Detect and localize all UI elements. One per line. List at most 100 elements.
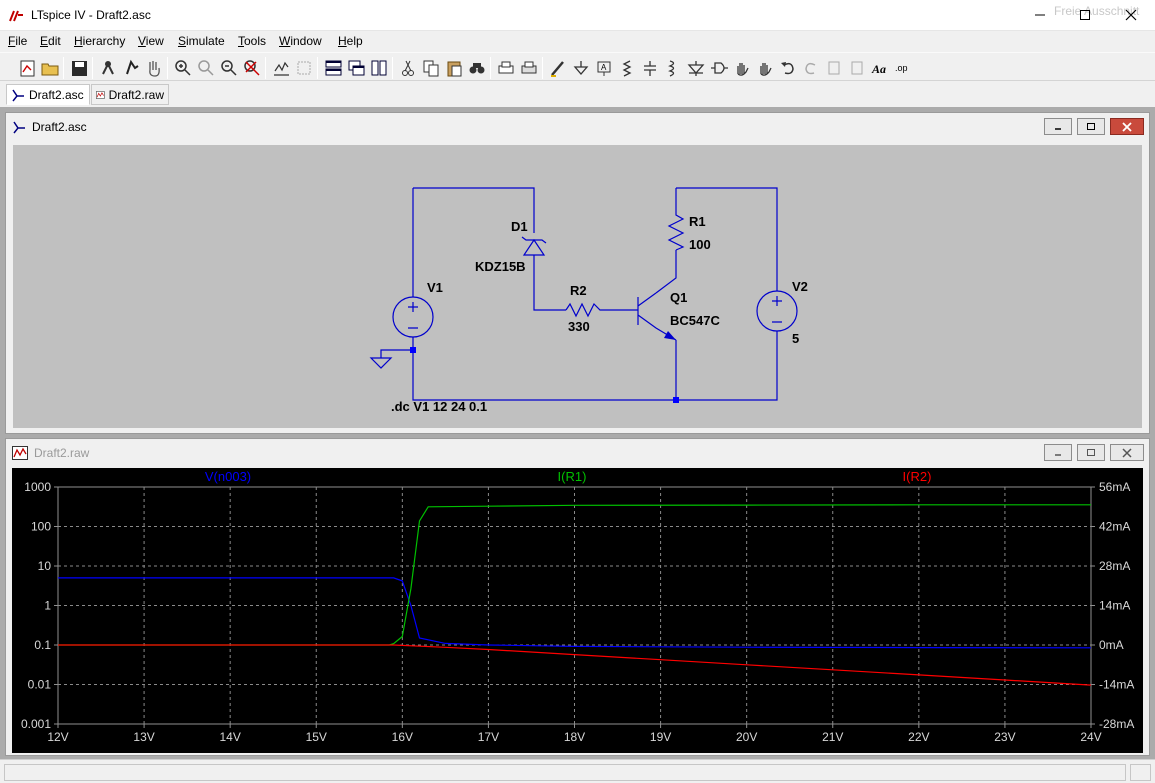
menu-tools[interactable]: Tools [238,34,267,48]
autorange-button[interactable] [270,57,292,79]
status-grip [1130,764,1151,781]
close-icon [1125,9,1137,21]
schematic-close-button[interactable] [1110,118,1144,135]
waveform-close-button[interactable] [1110,444,1144,461]
zoom-pan-button[interactable] [195,57,217,79]
text-button[interactable]: Aa [869,57,891,79]
menu-help[interactable]: Help [338,34,363,48]
schematic-background [13,145,1142,428]
print-preview-button[interactable] [495,57,517,79]
plot-traces [58,504,1092,686]
tile-vertical-button[interactable] [368,57,390,79]
menu-accelerator: V [138,34,146,48]
new-schematic-button[interactable] [16,57,38,79]
plot-background [12,468,1143,753]
voltage-source-v1[interactable] [392,288,434,347]
print-preview-icon [498,61,514,74]
minimize-window-button[interactable] [1017,0,1063,30]
zoom-out-button[interactable] [218,57,240,79]
y-tick-label-right: 14mA [1099,599,1130,613]
x-tick-label: 15V [306,730,327,744]
schematic-minimize-button[interactable] [1044,118,1072,135]
toolbar-separator [265,57,266,79]
print-button[interactable] [518,57,540,79]
restore-icon [1087,448,1095,456]
tab-draft2-asc[interactable]: Draft2.asc [6,84,90,105]
menu-view[interactable]: View [138,34,164,48]
resistor-button[interactable] [616,57,638,79]
q1-label: Q1 [670,290,687,305]
cascade-button[interactable] [345,57,367,79]
copy-button[interactable] [420,57,442,79]
draw-wire-button[interactable] [547,57,569,79]
undo-icon [781,62,794,75]
label-net-button[interactable]: A [593,57,615,79]
tile-horizontal-button[interactable] [322,57,344,79]
zoom-in-button[interactable] [172,57,194,79]
ground-button[interactable] [570,57,592,79]
window-title: LTspice IV - Draft2.asc [31,8,151,22]
r2-label: R2 [570,283,587,298]
voltage-source-v2[interactable] [756,288,798,332]
maximize-window-button[interactable] [1062,0,1108,30]
menu-simulate[interactable]: Simulate [178,34,225,48]
zener-diode-symbol[interactable] [521,236,547,256]
undo-button[interactable] [777,57,799,79]
menu-accelerator: H [338,34,347,48]
find-icon [469,63,485,74]
cut-button[interactable] [397,57,419,79]
paste-icon [447,61,462,77]
inductor-icon [668,60,675,77]
zoom-fit-button[interactable] [293,57,315,79]
capacitor-button[interactable] [639,57,661,79]
toolbar-separator [167,57,168,79]
schematic-canvas[interactable]: D1 KDZ15B R1 100 R2 330 Q1 BC547C V1 V2 … [13,145,1142,428]
diode-button[interactable] [685,57,707,79]
mdi-workspace: Draft2.asc [0,107,1155,759]
find-button[interactable] [466,57,488,79]
menu-window[interactable]: Window [279,34,322,48]
schematic-window[interactable]: Draft2.asc [5,112,1150,434]
mirror-button[interactable] [846,57,868,79]
zoom-cancel-button[interactable] [241,57,263,79]
redo-button[interactable] [800,57,822,79]
paste-button[interactable] [443,57,465,79]
pause-button[interactable] [143,57,165,79]
menu-file[interactable]: File [8,34,28,48]
d1-model: KDZ15B [475,259,526,274]
label-net-icon: A [597,61,611,76]
drag-button[interactable] [754,57,776,79]
y-tick-label-left: 1 [44,599,51,613]
save-button[interactable] [68,57,90,79]
component-button[interactable] [708,57,730,79]
rotate-button[interactable] [823,57,845,79]
ground-symbol[interactable] [369,357,393,369]
close-window-button[interactable] [1108,0,1154,30]
open-button[interactable] [39,57,61,79]
resistor-icon [622,60,632,77]
waveform-window-title: Draft2.raw [34,445,90,460]
dc-directive[interactable]: .dc V1 12 24 0.1 [391,399,487,414]
toolbar-separator [92,57,93,79]
move-button[interactable] [731,57,753,79]
inductor-button[interactable] [662,57,684,79]
ltspice-app-icon [9,10,23,22]
schematic-wires [380,187,778,401]
menu-accelerator: F [8,34,16,48]
spice-directive-button[interactable]: .op [892,57,914,79]
svg-text:Aa: Aa [871,62,886,76]
waveform-minimize-button[interactable] [1044,444,1072,461]
menu-edit[interactable]: Edit [40,34,61,48]
junction-dot [410,347,416,353]
run-button[interactable] [120,57,142,79]
waveform-restore-button[interactable] [1077,444,1105,461]
control-panel-button[interactable] [97,57,119,79]
junction-dot [673,397,679,403]
tab-draft2-raw[interactable]: Draft2.raw [91,84,169,105]
menu-hierarchy[interactable]: Hierarchy [74,34,126,48]
pause-icon [149,61,160,77]
schematic-restore-button[interactable] [1077,118,1105,135]
